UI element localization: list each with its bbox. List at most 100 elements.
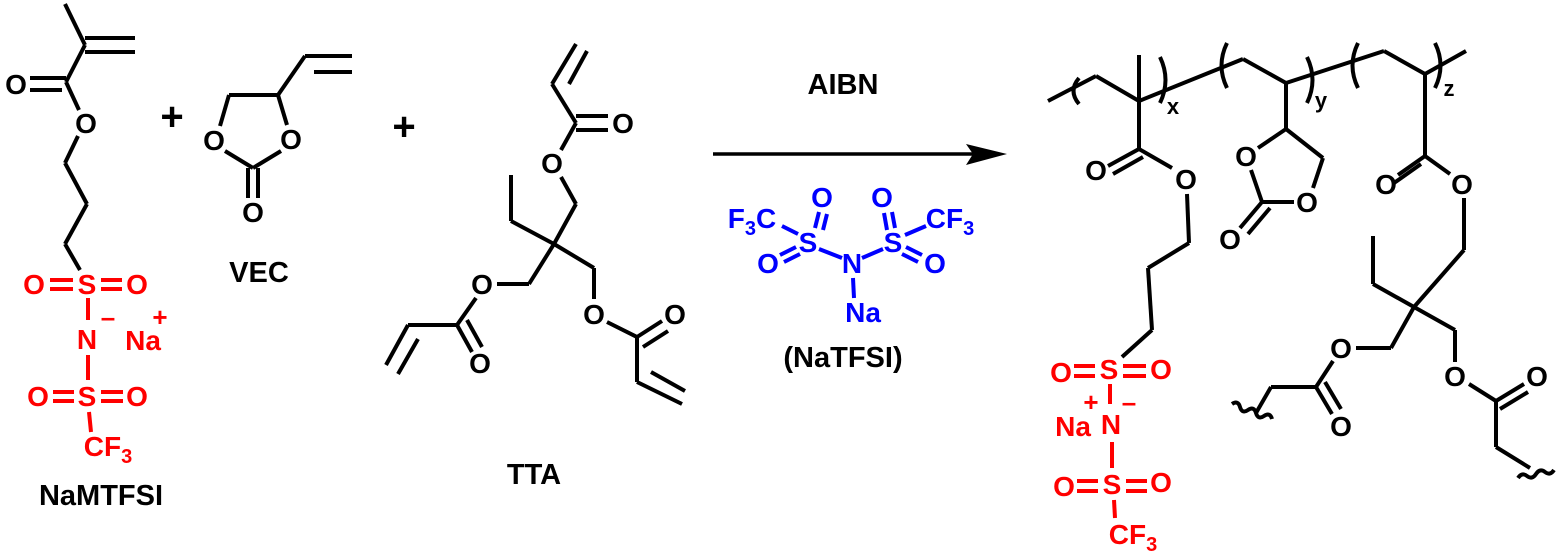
polymer-bond: [1396, 154, 1427, 177]
atom-o: O: [1150, 467, 1172, 498]
atom-o: O: [1219, 224, 1241, 255]
polymer-bond: [1392, 162, 1423, 185]
atom-o: O: [126, 269, 148, 300]
natfsi-bond: [781, 224, 799, 236]
subscript-x: x: [1167, 94, 1180, 119]
polymer-bond: [1314, 385, 1334, 416]
polymer-bond: [1314, 359, 1335, 389]
polymer-bond: [1185, 193, 1191, 244]
atom-n: N: [1101, 409, 1121, 440]
label-aibn: AIBN: [808, 69, 879, 101]
atom-o: O: [242, 197, 264, 228]
atom-s: S: [799, 227, 818, 258]
atom-o: O: [1050, 357, 1072, 388]
atom-o: O: [1451, 169, 1473, 200]
label-tta: TTA: [507, 459, 561, 491]
polymer-bond: [1323, 380, 1343, 411]
polymer-bond: [1249, 169, 1264, 203]
polymer-bond: [1246, 206, 1272, 236]
atom-na: Na: [1055, 411, 1091, 442]
vec-bond: [276, 94, 289, 126]
natfsi-bond: [890, 211, 897, 229]
group-f3c: F3C: [728, 203, 776, 240]
atom-s: S: [78, 269, 97, 300]
tta-bond: [455, 296, 478, 327]
group-cf3: CF3: [926, 203, 974, 240]
label-natfsi: (NaTFSI): [783, 342, 902, 374]
subscript: 3: [745, 218, 756, 240]
tta-bond: [641, 329, 670, 349]
tta-bond: [552, 242, 596, 270]
atom-o: O: [23, 269, 45, 300]
polymer-bond: [1107, 147, 1140, 168]
arrow-head-icon: [966, 144, 1007, 165]
subscript: 3: [1146, 534, 1157, 554]
natfsi-bond: [904, 224, 927, 237]
namtfsi-bond: [63, 3, 87, 46]
atom-o: O: [1175, 164, 1197, 195]
polymer-bond: [1285, 49, 1385, 85]
atom-o: O: [5, 69, 27, 100]
atom-o: O: [126, 381, 148, 412]
polymer-bond: [1389, 306, 1416, 349]
atom-o: O: [1085, 155, 1107, 186]
namtfsi-bond: [63, 162, 89, 205]
atom-o: O: [757, 248, 779, 279]
atom-s: S: [1100, 354, 1119, 385]
tta-bond: [550, 42, 578, 86]
paren-open-y: [1219, 42, 1229, 89]
polymer-bond: [1494, 382, 1526, 403]
atom-o: O: [280, 124, 302, 155]
atom-o: O: [1444, 361, 1466, 392]
atom-na: Na: [125, 325, 161, 356]
subscript: 3: [963, 218, 974, 240]
bonds-layer: [30, 3, 1556, 519]
polymer-bond: [1467, 382, 1498, 403]
reaction-arrow: [713, 144, 1007, 165]
subscript-z: z: [1444, 76, 1455, 101]
tta-bond: [455, 324, 474, 353]
namtfsi-bond: [64, 44, 87, 83]
plus-sign-1: +: [160, 95, 183, 139]
tta-bond: [636, 380, 683, 406]
natfsi-bond: [861, 247, 884, 260]
polymer-bond: [1372, 282, 1415, 309]
atom-o: O: [1375, 169, 1397, 200]
subscript: 3: [121, 446, 132, 468]
polymer-bond: [1120, 328, 1154, 359]
atom-o: O: [469, 348, 491, 379]
atom-o: O: [811, 182, 833, 213]
paren-close-x: [1158, 56, 1168, 104]
atom-o: O: [1296, 187, 1318, 218]
natfsi-bond: [905, 245, 923, 257]
namtfsi-bond: [63, 203, 89, 245]
polymer-bond: [1498, 390, 1530, 411]
tta-bond: [384, 324, 410, 366]
polymer-bond: [1112, 155, 1144, 176]
atom-o: O: [1053, 471, 1075, 502]
natfsi-bond: [901, 252, 919, 264]
atom-o: O: [1150, 354, 1172, 385]
subscript-y: y: [1315, 88, 1328, 113]
polymer-bond: [1311, 157, 1325, 189]
atom-s: S: [78, 381, 97, 412]
tta-bond: [552, 203, 578, 245]
atom-o: O: [75, 108, 97, 139]
namtfsi-anion-bond: [87, 411, 93, 433]
natfsi-bond: [818, 247, 843, 260]
charge-minus: –: [101, 302, 115, 332]
natfsi-bond: [821, 213, 829, 231]
atom-o: O: [203, 125, 225, 156]
tta-bond: [567, 50, 589, 85]
atom-symbol: CF: [1109, 519, 1146, 550]
atom-o: O: [664, 299, 686, 330]
group-cf3: CF3: [84, 431, 132, 468]
tta-bond: [606, 320, 638, 339]
atom-o: O: [1330, 411, 1352, 442]
vec-bond: [276, 54, 307, 97]
label-namtfsi: NaMTFSI: [39, 480, 163, 512]
polymer-bond: [1138, 57, 1244, 103]
polymer-bond: [1412, 248, 1466, 309]
